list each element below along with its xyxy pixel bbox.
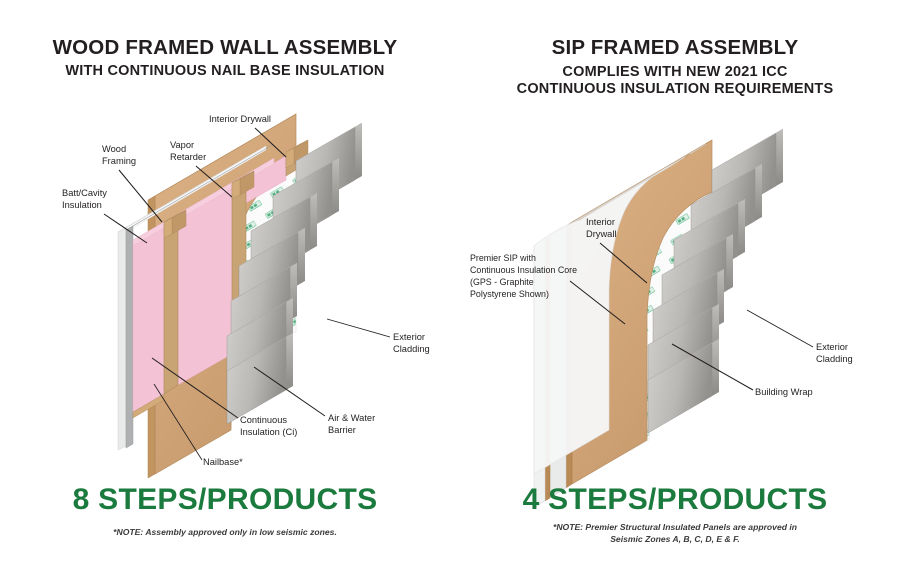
label-air-water-line1: Air & Water — [328, 413, 375, 423]
label-continuous-insulation-line1: Continuous — [240, 415, 287, 425]
leader-sip-exterior-cladding — [746, 309, 814, 348]
label-sip-core-line3: (GPS - Graphite — [470, 277, 534, 287]
sip-framed-assembly-panel: SIP FRAMED ASSEMBLY COMPLIES WITH NEW 20… — [450, 0, 900, 568]
sip-exterior-cladding-boards — [647, 128, 784, 434]
label-vapor-retarder-line1: Vapor — [170, 140, 194, 150]
right-steps-count: 4 STEPS/PRODUCTS — [522, 483, 828, 516]
label-air-water-line2: Barrier — [328, 425, 356, 435]
label-sip-core-line1: Premier SIP with — [470, 253, 536, 263]
right-footnote: *NOTE: Premier Structural Insulated Pane… — [450, 522, 900, 545]
left-diagram-labels: Interior Drywall Vapor Retarder Wood Fra… — [62, 114, 430, 467]
leader-sip-interior-drywall — [599, 242, 648, 284]
interior-drywall-layer — [117, 145, 267, 451]
left-title-sub: WITH CONTINUOUS NAIL BASE INSULATION — [65, 63, 385, 79]
sip-framed-wall-diagram: Interior Drywall Premier SIP with Contin… — [470, 128, 853, 509]
label-continuous-insulation-line2: Insulation (Ci) — [240, 427, 297, 437]
label-nailbase: Nailbase* — [203, 457, 243, 467]
right-title-main: SIP FRAMED ASSEMBLY — [551, 36, 799, 59]
leader-exterior-cladding — [326, 318, 391, 338]
label-batt-insulation-line1: Batt/Cavity — [62, 188, 107, 198]
right-title-sub-line1: COMPLIES WITH NEW 2021 ICC — [562, 64, 788, 80]
leader-interior-drywall — [254, 127, 287, 158]
wood-framed-wall-diagram: Interior Drywall Vapor Retarder Wood Fra… — [62, 113, 430, 479]
right-title-sub: COMPLIES WITH NEW 2021 ICC CONTINUOUS IN… — [450, 64, 900, 98]
wood-framed-assembly-panel: WOOD FRAMED WALL ASSEMBLY WITH CONTINUOU… — [52, 36, 430, 537]
label-interior-drywall: Interior Drywall — [209, 114, 271, 124]
left-steps-count: 8 STEPS/PRODUCTS — [72, 483, 378, 516]
exterior-cladding-boards — [226, 122, 363, 425]
sip-interior-drywall — [533, 156, 686, 509]
label-sip-interior-drywall-line1: Interior — [586, 217, 615, 227]
label-sip-exterior-cladding-line1: Exterior — [816, 342, 848, 352]
label-sip-interior-drywall-line2: Drywall — [586, 229, 616, 239]
leader-air-water — [253, 366, 326, 417]
leader-continuous-insulation — [151, 357, 239, 419]
left-footnote: *NOTE: Assembly approved only in low sei… — [113, 527, 337, 537]
label-wood-framing-line1: Wood — [102, 144, 126, 154]
right-diagram-labels: Interior Drywall Premier SIP with Contin… — [470, 217, 853, 397]
vapor-retarder-layer — [125, 143, 275, 449]
leader-batt-insulation — [103, 213, 148, 244]
label-building-wrap: Building Wrap — [755, 387, 813, 397]
label-sip-core-line2: Continuous Insulation Core — [470, 265, 577, 275]
label-exterior-cladding-line1: Exterior — [393, 332, 425, 342]
leader-wood-framing — [118, 169, 163, 223]
label-sip-core-line4: Polystyrene Shown) — [470, 289, 549, 299]
label-exterior-cladding-line2: Cladding — [393, 344, 430, 354]
left-title-main: WOOD FRAMED WALL ASSEMBLY — [52, 36, 398, 59]
right-footnote-line1: *NOTE: Premier Structural Insulated Pane… — [552, 522, 798, 532]
label-vapor-retarder-line2: Retarder — [170, 152, 206, 162]
leader-building-wrap — [671, 343, 754, 391]
label-wood-framing-line2: Framing — [102, 156, 136, 166]
right-footnote-line2: Seismic Zones A, B, C, D, E & F. — [610, 533, 740, 544]
label-sip-exterior-cladding-line2: Cladding — [816, 354, 853, 364]
leader-sip-core — [569, 280, 626, 325]
right-title-sub-line2: CONTINUOUS INSULATION REQUIREMENTS — [516, 81, 834, 97]
leader-vapor-retarder — [195, 165, 233, 198]
leader-nailbase — [153, 383, 203, 461]
label-batt-insulation-line2: Insulation — [62, 200, 102, 210]
